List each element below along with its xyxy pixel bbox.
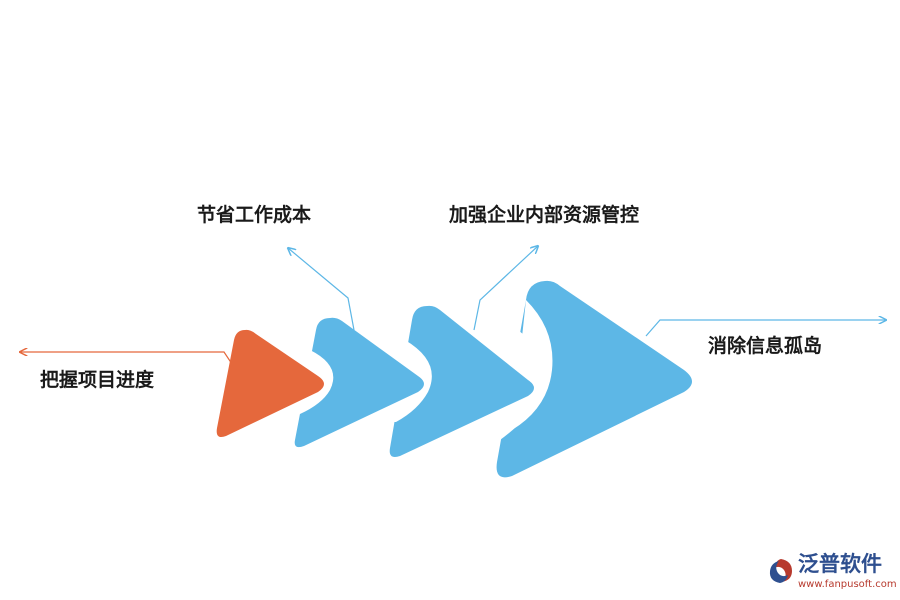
- step-3-chevron: [389, 305, 534, 457]
- connector-top-2: [473, 246, 538, 331]
- logo-name: 泛普软件: [798, 552, 882, 576]
- connector-right: [645, 320, 886, 337]
- step-4-chevron: [496, 280, 692, 478]
- connector-left: [20, 352, 237, 371]
- connector-top-1: [288, 248, 355, 331]
- label-top-2: 加强企业内部资源管控: [449, 204, 640, 226]
- step-2-chevron: [294, 317, 424, 448]
- logo-url: www.fanpusoft.com: [798, 579, 897, 590]
- logo-swirl-icon: [769, 559, 792, 583]
- label-right: 消除信息孤岛: [708, 335, 823, 357]
- step-1-triangle: [216, 329, 324, 437]
- label-top-1: 节省工作成本: [197, 204, 312, 226]
- brand-logo: 泛普软件 www.fanpusoft.com: [766, 552, 897, 596]
- label-left: 把握项目进度: [40, 369, 155, 391]
